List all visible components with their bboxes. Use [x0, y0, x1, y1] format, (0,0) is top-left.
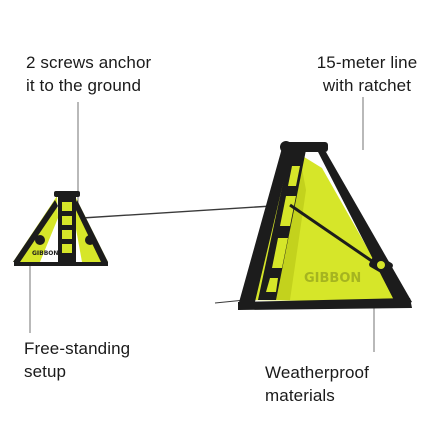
callout-weather-line2: materials — [265, 386, 335, 405]
callout-free-line1: Free-standing — [24, 339, 131, 358]
svg-text:GIBBON: GIBBON — [304, 271, 361, 286]
slackline — [81, 205, 273, 219]
large-stand: GIBBON — [238, 141, 412, 310]
small-stand: GIBBON — [13, 191, 108, 266]
callout-free-line2: setup — [24, 362, 67, 381]
callout-screws-line1: 2 screws anchor — [26, 53, 152, 72]
callout-weatherproof: Weatherproof materials — [265, 361, 369, 407]
callout-screws-line2: it to the ground — [26, 76, 142, 95]
callout-screws: 2 screws anchor it to the ground — [26, 51, 151, 97]
callout-free-standing: Free-standing setup — [24, 337, 130, 383]
callout-line-line2: with ratchet — [322, 76, 412, 95]
callout-line-ratchet: 15-meter line with ratchet — [308, 51, 426, 97]
callout-weather-line1: Weatherproof — [265, 363, 369, 382]
callout-line-line1: 15-meter line — [316, 53, 418, 72]
svg-text:GIBBON: GIBBON — [32, 250, 58, 257]
